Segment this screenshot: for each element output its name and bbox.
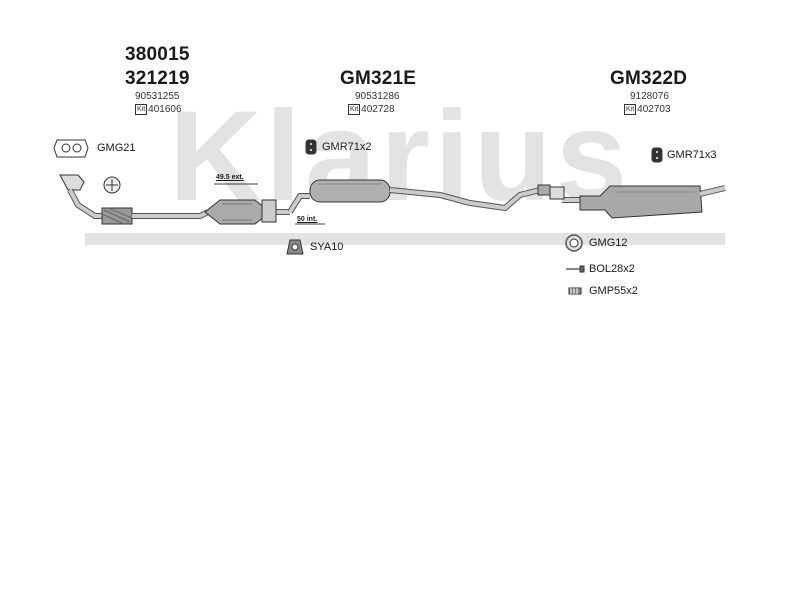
group-front-pipe: 380015 321219 90531255 Kit 401606 bbox=[125, 44, 205, 115]
clamp-sya10-icon bbox=[286, 239, 304, 255]
label-gmg21: GMG21 bbox=[97, 142, 136, 154]
part-number-secondary: 321219 bbox=[125, 68, 190, 89]
kit-number: Kit 402728 bbox=[348, 104, 420, 115]
bolt-bol28x2-icon bbox=[566, 265, 585, 273]
label-gmr71x3: GMR71x3 bbox=[667, 149, 717, 161]
label-gmp55x2: GMP55x2 bbox=[589, 285, 638, 297]
watermark-underline bbox=[85, 233, 725, 245]
oe-number: 90531255 bbox=[135, 91, 180, 102]
kit-badge: Kit bbox=[624, 104, 637, 115]
label-gmg12: GMG12 bbox=[589, 237, 628, 249]
oe-number: 9128076 bbox=[630, 91, 669, 102]
kit-number-text: 402703 bbox=[637, 104, 671, 115]
catalytic-converter-icon bbox=[204, 199, 290, 225]
group-rear-silencer: GM322D 9128076 Kit 402703 bbox=[610, 68, 690, 115]
flange-icon bbox=[261, 199, 277, 223]
oe-number: 90531286 bbox=[355, 91, 400, 102]
part-number-primary: GM322D bbox=[610, 68, 688, 89]
kit-number: Kit 402703 bbox=[624, 104, 690, 115]
rubber-mount-gmr71x3-icon bbox=[651, 147, 663, 163]
front-pipe-icon bbox=[59, 174, 210, 225]
kit-number: Kit 401606 bbox=[135, 104, 205, 115]
spring-gmp55x2-icon bbox=[568, 287, 582, 295]
part-number-primary: 380015 bbox=[125, 44, 190, 65]
label-sya10: SYA10 bbox=[310, 241, 344, 253]
label-bol28x2: BOL28x2 bbox=[589, 263, 635, 275]
part-number-primary: GM321E bbox=[340, 68, 417, 89]
label-gmr71x2: GMR71x2 bbox=[322, 141, 372, 153]
clamp-icon bbox=[103, 176, 121, 194]
middle-silencer-icon bbox=[287, 179, 551, 214]
kit-number-text: 402728 bbox=[361, 104, 395, 115]
gasket-gmg21-icon bbox=[53, 139, 89, 158]
kit-badge: Kit bbox=[135, 104, 148, 115]
dimension-int: 50 int. bbox=[297, 216, 318, 223]
ring-gasket-gmg12-icon bbox=[565, 234, 583, 252]
rubber-mount-gmr71x2-icon bbox=[305, 139, 317, 155]
rear-silencer-icon bbox=[549, 185, 726, 219]
group-middle-silencer: GM321E 90531286 Kit 402728 bbox=[340, 68, 420, 115]
kit-number-text: 401606 bbox=[148, 104, 182, 115]
kit-badge: Kit bbox=[348, 104, 361, 115]
dimension-ext: 49.5 ext. bbox=[216, 174, 244, 181]
